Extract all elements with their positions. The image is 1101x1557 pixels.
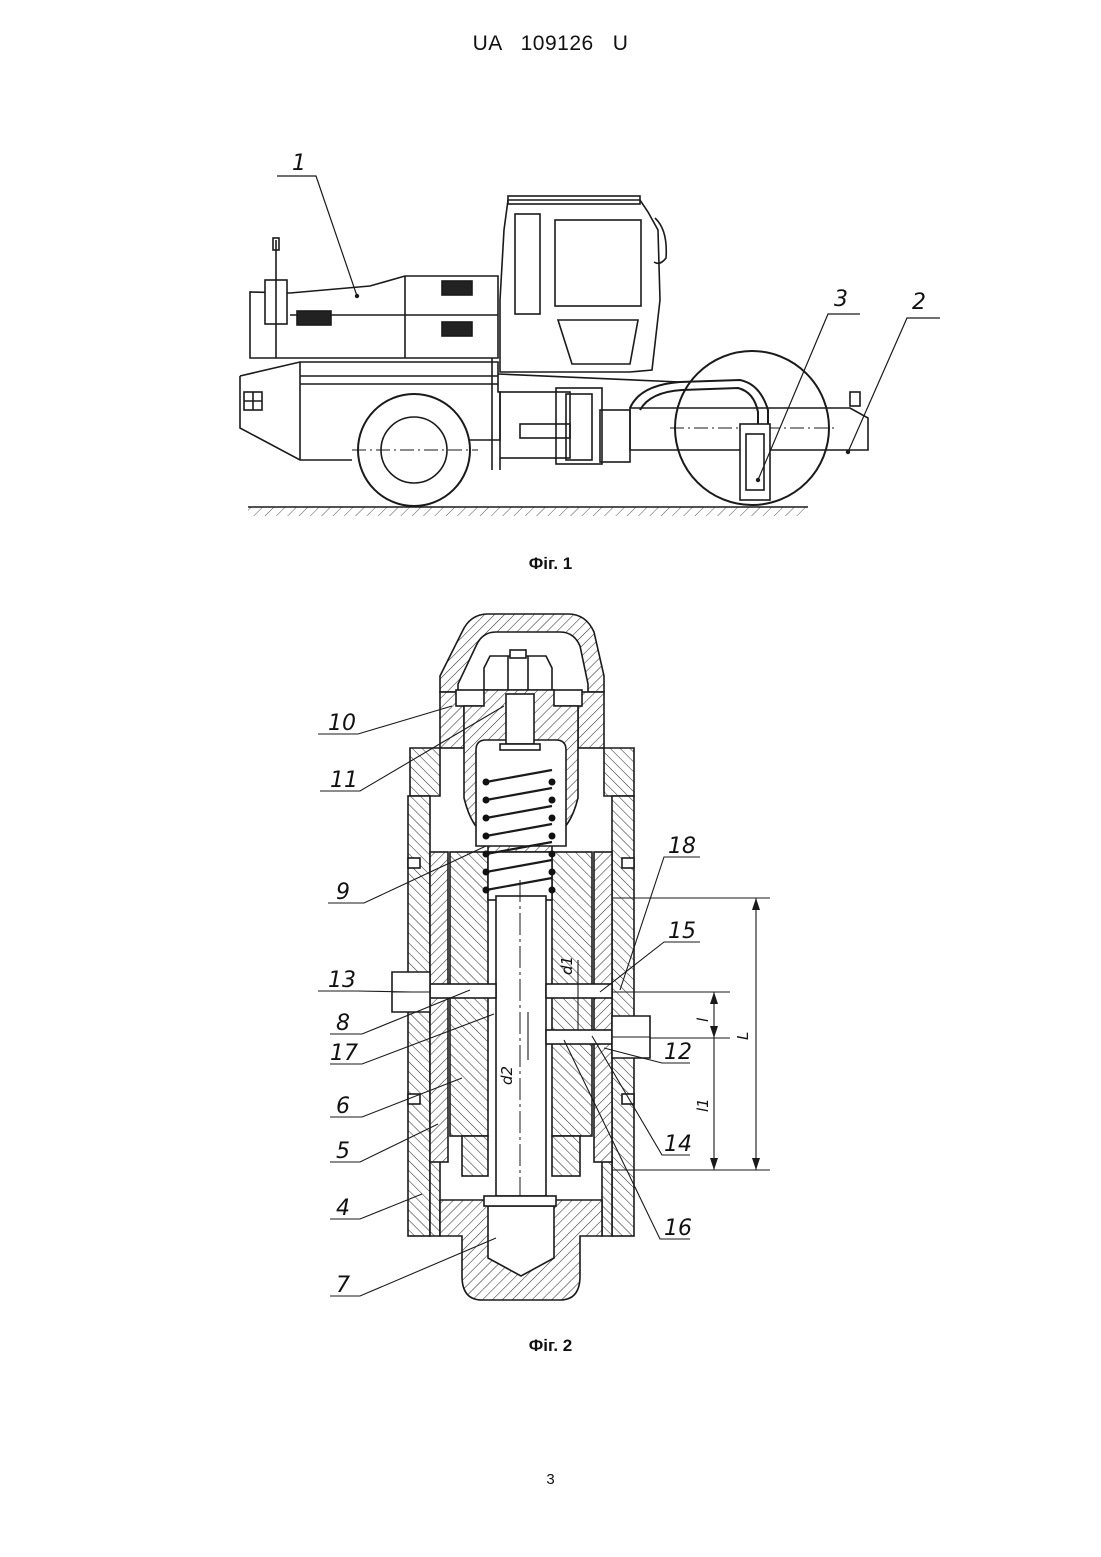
fig2-label-5: 5	[336, 1139, 350, 1164]
fig2-label-12: 12	[664, 1040, 692, 1065]
figure-2-caption: Фіг. 2	[0, 1336, 1101, 1356]
dim-d1: d1	[558, 956, 576, 975]
fig1-label-2: 2	[912, 290, 926, 315]
fig2-label-16: 16	[664, 1216, 692, 1241]
fig2-label-6: 6	[336, 1094, 350, 1119]
fig2-label-8: 8	[336, 1011, 350, 1036]
fig2-label-11: 11	[330, 768, 358, 793]
figure-1-caption: Фіг. 1	[0, 554, 1101, 574]
dim-l1: l1	[694, 1098, 712, 1112]
dim-L: L	[734, 1032, 752, 1040]
figure-1-roller-drawing	[240, 196, 868, 516]
figure-2-section-drawing	[392, 614, 650, 1300]
fig2-label-13: 13	[328, 968, 356, 993]
fig2-label-14: 14	[664, 1132, 692, 1157]
fig1-label-3: 3	[834, 287, 848, 312]
fig2-label-10: 10	[328, 711, 356, 736]
fig2-label-9: 9	[336, 880, 350, 905]
page-number: 3	[0, 1471, 1101, 1488]
dim-l: l	[694, 1017, 712, 1022]
fig1-label-1: 1	[292, 151, 306, 176]
fig2-label-15: 15	[668, 919, 696, 944]
fig2-label-17: 17	[330, 1041, 358, 1066]
dim-d2: d2	[498, 1066, 516, 1085]
fig2-label-4: 4	[336, 1196, 350, 1221]
fig2-label-7: 7	[336, 1273, 350, 1298]
fig2-label-18: 18	[668, 834, 696, 859]
figure-1-leaders	[277, 176, 940, 480]
